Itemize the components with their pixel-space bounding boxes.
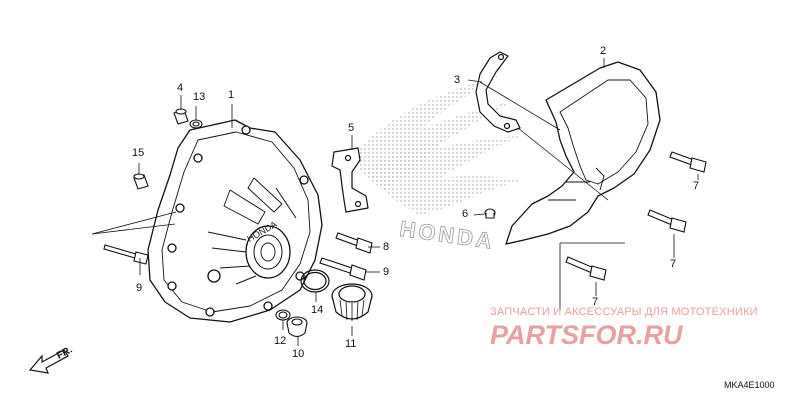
o-ring-part-14 — [300, 269, 330, 293]
diagram-code: MKA4E1000 — [724, 380, 775, 390]
callout-10: 10 — [292, 348, 305, 360]
honda-logo-text: HONDA — [398, 216, 496, 254]
callout-9-right: 9 — [383, 266, 390, 278]
honda-wing-watermark — [350, 75, 522, 215]
o-ring-part-13 — [189, 119, 203, 129]
bolt-part-9-left — [103, 244, 149, 265]
callout-8: 8 — [383, 241, 390, 253]
cap-part-11 — [331, 283, 373, 321]
callout-7-middle: 7 — [670, 258, 677, 270]
plug-part-10 — [286, 316, 308, 338]
bolt-part-8 — [335, 232, 373, 254]
dowel-pin-part-15 — [133, 173, 149, 190]
callout-5: 5 — [348, 122, 355, 134]
front-arrow-icon — [28, 349, 69, 374]
callout-1: 1 — [228, 89, 235, 101]
callout-14: 14 — [311, 304, 324, 316]
watermark-tagline: ЗАПЧАСТИ И АКСЕССУАРЫ ДЛЯ МОТОТЕХНИКИ — [490, 306, 758, 318]
callout-6: 6 — [462, 208, 469, 220]
crankcase-cover-part-1: HONDA — [147, 119, 323, 323]
bolt-part-7-upper — [669, 151, 707, 173]
callout-12: 12 — [274, 335, 287, 347]
dowel-pin-part-4 — [173, 108, 189, 125]
callout-4: 4 — [177, 82, 184, 94]
callout-3: 3 — [454, 74, 461, 86]
callout-13: 13 — [193, 91, 206, 103]
bolt-part-7-lower — [565, 256, 607, 281]
sprocket-cover-part-2 — [505, 61, 661, 245]
bracket-part-3 — [475, 51, 521, 133]
callout-7-lower: 7 — [592, 296, 599, 308]
callout-7-upper: 7 — [693, 180, 700, 192]
callout-2: 2 — [600, 45, 607, 57]
bolt-part-9-right — [319, 257, 367, 281]
bracket-part-5 — [331, 147, 369, 213]
leader-lines — [91, 58, 699, 346]
washer-part-12 — [275, 309, 291, 321]
callout-11: 11 — [345, 338, 357, 350]
bolt-part-7-middle — [647, 209, 687, 233]
bolt-part-6 — [484, 208, 496, 219]
callout-9-left: 9 — [136, 282, 143, 294]
callout-15: 15 — [132, 147, 145, 159]
watermark-brand: PARTSFOR.RU — [490, 320, 683, 350]
